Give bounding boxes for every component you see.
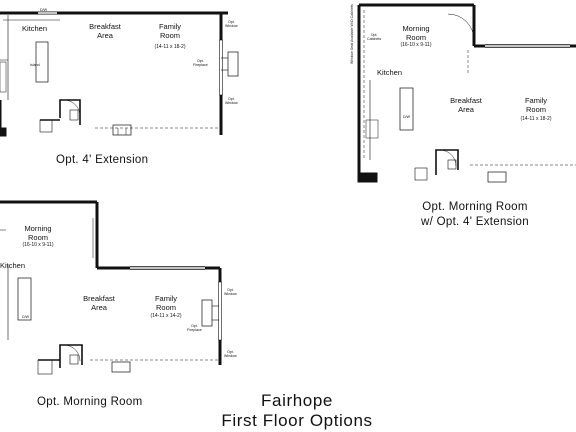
plan-c-window-2-line2: Window xyxy=(224,354,237,359)
plan-b-family-line1: Family xyxy=(524,96,548,105)
plan-a-window-2-label: Opt. Window xyxy=(225,97,238,105)
plan-b-dw-label: D/W xyxy=(403,115,410,119)
plan-a-dw-label: D/W xyxy=(40,8,47,12)
plan-b-morning-dimensions: (16-10 x 9-11) xyxy=(400,42,432,48)
plan-a-caption: Opt. 4' Extension xyxy=(56,154,149,166)
plan-title: Fairhope First Floor Options xyxy=(200,391,394,431)
plan-c-morning-line2: Room xyxy=(27,233,48,242)
plan-c-family-line1: Family xyxy=(154,294,178,303)
plan-a-window-1-line1: Opt. xyxy=(228,20,235,24)
plan-b-family-label: Family Room xyxy=(516,96,556,114)
plan-c-family-dimensions: (14-11 x 14-2) xyxy=(150,313,182,319)
plan-b-breakfast-label: Breakfast Area xyxy=(449,96,483,114)
plan-a-window-2-line1: Opt. xyxy=(228,97,235,101)
plan-c-morning-line1: Morning xyxy=(24,224,52,233)
plan-c-opt-morning-room xyxy=(0,200,222,375)
plan-a-breakfast-label: Breakfast Area xyxy=(88,22,122,40)
plan-b-kitchen-label: Kitchen xyxy=(377,68,403,77)
plan-c-fireplace-label: Opt. Fireplace xyxy=(187,324,202,332)
plan-a-family-label: Family Room xyxy=(150,22,190,40)
plan-b-caption-line2: w/ Opt. 4' Extension xyxy=(421,216,529,228)
plan-c-fireplace-line2: Fireplace xyxy=(187,328,202,333)
plan-b-cabinets-line1: Opt. xyxy=(370,33,378,37)
plan-c-family-line2: Room xyxy=(155,303,176,312)
plan-b-breakfast-line2: Area xyxy=(458,105,474,114)
plan-c-morning-dimensions: (16-10 x 9-11) xyxy=(22,242,54,248)
plan-c-window-1-label: Opt. Window xyxy=(224,288,237,296)
plan-b-cabinets-line2: Cabinets xyxy=(367,37,382,42)
plan-b-caption-line1: Opt. Morning Room xyxy=(422,201,528,213)
plan-a-family-line2: Room xyxy=(159,31,180,40)
plan-c-window-2-line1: Opt. xyxy=(227,350,234,354)
plan-a-window-1-label: Opt. Window xyxy=(225,20,238,28)
plan-a-window-1-line2: Window xyxy=(225,24,238,29)
plan-b-morning-room-with-extension xyxy=(357,3,576,183)
plan-b-caption: Opt. Morning Room w/ Opt. 4' Extension xyxy=(400,200,550,230)
plan-a-breakfast-line2: Area xyxy=(97,31,113,40)
plan-c-window-1-line1: Opt. xyxy=(227,288,234,292)
plan-a-family-dimensions: (14-11 x 18-2) xyxy=(154,44,186,50)
plan-b-cabinets-label: Opt. Cabinets xyxy=(367,33,381,41)
plan-b-breakfast-line1: Breakfast xyxy=(450,96,482,105)
plan-a-fireplace-line1: Opt. xyxy=(196,59,204,63)
plan-a-fireplace-label: Opt. Fireplace xyxy=(193,59,208,67)
plan-c-breakfast-line2: Area xyxy=(91,303,107,312)
plan-b-family-line2: Room xyxy=(525,105,546,114)
plan-c-caption: Opt. Morning Room xyxy=(37,396,143,408)
plan-a-fireplace-line2: Fireplace xyxy=(193,63,208,68)
plan-c-breakfast-line1: Breakfast xyxy=(83,294,115,303)
plan-a-opt-4-extension xyxy=(0,11,239,137)
plan-c-dw-label: D/W xyxy=(22,315,29,319)
plan-title-line1: Fairhope xyxy=(261,391,333,410)
plan-a-family-line1: Family xyxy=(158,22,182,31)
plan-a-kitchen-label: Kitchen xyxy=(22,24,48,33)
plan-b-morning-line1: Morning xyxy=(402,24,430,33)
plan-c-kitchen-label: Kitchen xyxy=(0,261,26,270)
plan-c-window-2-label: Opt. Window xyxy=(224,350,237,358)
plan-b-family-dimensions: (14-11 x 18-2) xyxy=(520,116,552,122)
plan-b-morning-line2: Room xyxy=(405,33,426,42)
plan-c-breakfast-label: Breakfast Area xyxy=(82,294,116,312)
plan-a-island-label: Island xyxy=(30,63,40,67)
plan-c-fireplace-line1: Opt. xyxy=(190,324,198,328)
plan-a-breakfast-line1: Breakfast xyxy=(89,22,121,31)
plan-title-line2: First Floor Options xyxy=(221,411,373,430)
plan-c-morning-label: Morning Room xyxy=(18,224,58,242)
plan-b-window-seat-note: Window Seat Available W/O Cabinets xyxy=(349,4,354,65)
plan-a-window-2-line2: Window xyxy=(225,101,238,106)
plan-c-family-label: Family Room xyxy=(146,294,186,312)
plan-c-window-1-line2: Window xyxy=(224,292,237,297)
plan-b-morning-label: Morning Room xyxy=(396,24,436,42)
